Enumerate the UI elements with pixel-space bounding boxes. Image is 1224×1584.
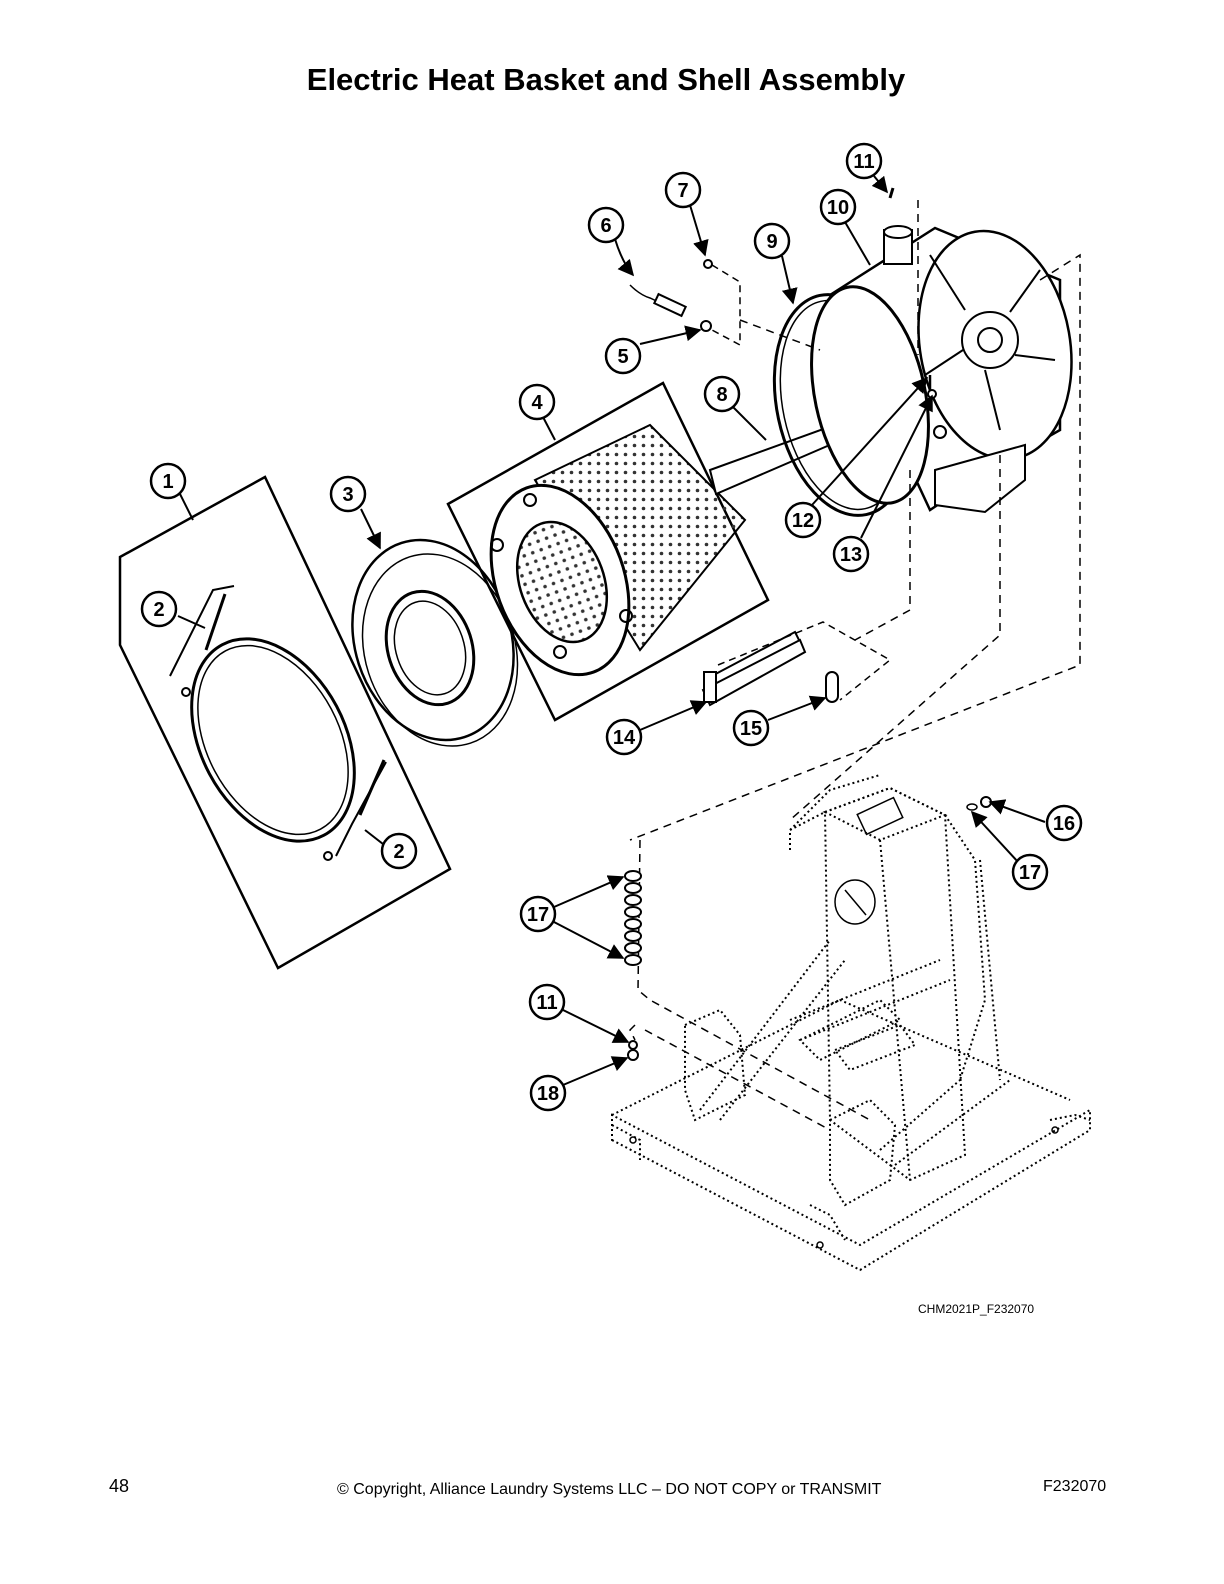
callout-13: 13 <box>832 535 870 573</box>
svg-text:7: 7 <box>677 180 688 202</box>
callout-11-lower: 11 <box>528 983 566 1021</box>
callout-14: 14 <box>605 718 643 756</box>
page-title: Electric Heat Basket and Shell Assembly <box>306 62 906 97</box>
sensor-and-screws <box>629 259 741 347</box>
callout-15: 15 <box>732 709 770 747</box>
svg-text:2: 2 <box>153 599 164 621</box>
callout-4: 4 <box>518 383 556 421</box>
callout-11-upper: 11 <box>845 142 883 180</box>
document-code: F232070 <box>1043 1478 1107 1495</box>
svg-text:9: 9 <box>766 231 777 253</box>
svg-text:18: 18 <box>537 1083 559 1105</box>
svg-text:3: 3 <box>342 484 353 506</box>
callout-8: 8 <box>703 375 741 413</box>
washer-stack <box>624 796 992 1061</box>
svg-text:10: 10 <box>827 197 849 219</box>
page-number: 48 <box>109 1476 130 1496</box>
callout-17-left: 17 <box>519 895 557 933</box>
svg-text:14: 14 <box>613 727 636 749</box>
svg-text:15: 15 <box>740 718 762 740</box>
svg-text:12: 12 <box>792 510 814 532</box>
callout-17-right: 17 <box>1011 853 1049 891</box>
svg-text:11: 11 <box>853 151 874 173</box>
callout-10: 10 <box>819 188 857 226</box>
callout-7: 7 <box>664 171 702 209</box>
svg-text:16: 16 <box>1053 813 1075 835</box>
svg-text:2: 2 <box>393 841 404 863</box>
callout-2-lower: 2 <box>380 832 418 870</box>
svg-text:11: 11 <box>536 992 557 1014</box>
callout-6: 6 <box>587 206 625 244</box>
shell-assembly <box>772 187 1073 517</box>
callout-3: 3 <box>329 475 367 513</box>
base-frame <box>611 774 1091 1272</box>
callout-2-upper: 2 <box>140 590 178 628</box>
svg-text:17: 17 <box>527 904 549 926</box>
svg-text:6: 6 <box>600 215 611 237</box>
svg-text:8: 8 <box>716 384 727 406</box>
copyright-notice: © Copyright, Alliance Laundry Systems LL… <box>337 1481 882 1498</box>
basket-assembly <box>446 381 834 722</box>
callout-1: 1 <box>149 462 187 500</box>
callout-9: 9 <box>753 222 791 260</box>
callout-16: 16 <box>1045 804 1083 842</box>
callout-12: 12 <box>784 501 822 539</box>
callout-5: 5 <box>604 337 642 375</box>
figure-id: CHM2021P_F232070 <box>918 1302 1035 1316</box>
front-panel <box>351 538 519 747</box>
door-ring-assembly <box>118 475 452 970</box>
callout-18: 18 <box>529 1074 567 1112</box>
svg-text:1: 1 <box>162 471 173 493</box>
svg-text:17: 17 <box>1019 862 1041 884</box>
heater-element-and-grommet <box>701 621 892 707</box>
svg-text:5: 5 <box>617 346 628 368</box>
leader-lines <box>177 175 1046 1086</box>
svg-text:4: 4 <box>531 392 543 414</box>
base-frame-details <box>629 796 1059 1249</box>
svg-text:13: 13 <box>840 544 862 566</box>
